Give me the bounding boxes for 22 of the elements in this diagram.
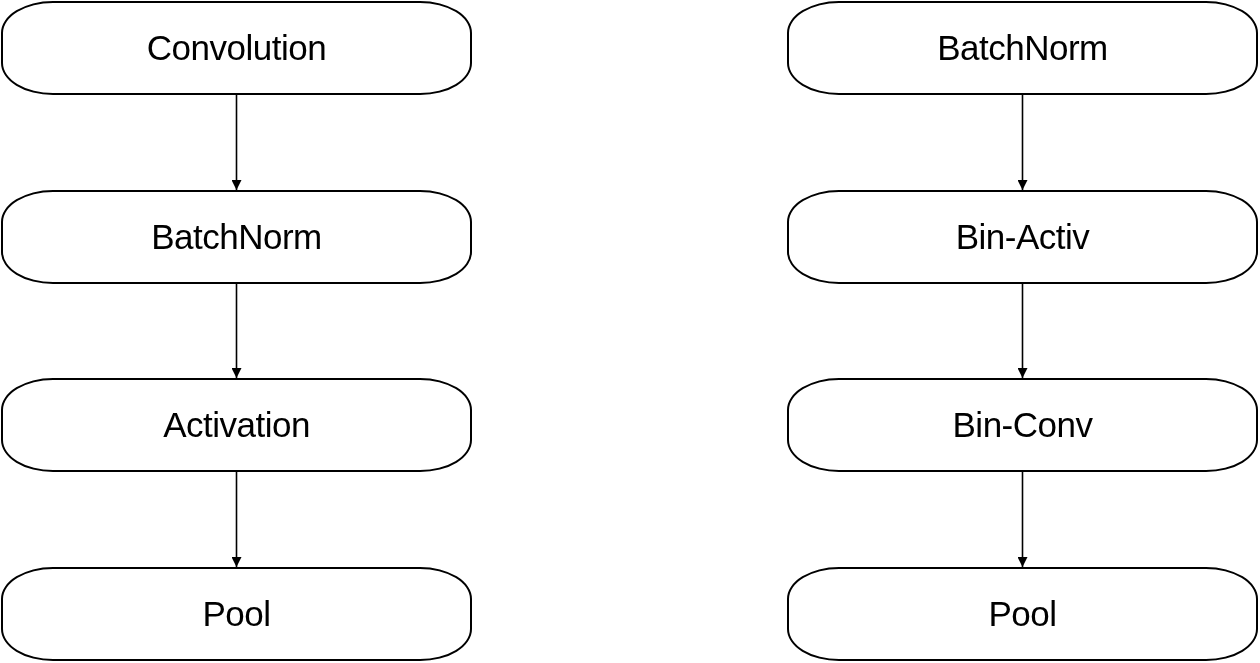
process-box <box>787 190 1258 284</box>
arrow <box>231 471 242 568</box>
node-label: Convolution <box>146 27 327 69</box>
arrow <box>1017 283 1028 379</box>
process-box <box>787 1 1258 95</box>
process-box <box>1 567 472 661</box>
node-label: Pool <box>988 593 1057 635</box>
node-label: Activation <box>163 404 310 446</box>
arrow <box>1017 94 1028 191</box>
arrow <box>1017 471 1028 568</box>
process-box <box>1 190 472 284</box>
process-box <box>1 1 472 95</box>
node-label: BatchNorm <box>937 27 1108 69</box>
process-box <box>787 378 1258 472</box>
arrow <box>231 94 242 191</box>
process-box <box>787 567 1258 661</box>
node-label: Bin-Activ <box>955 216 1090 258</box>
node-label: Pool <box>202 593 271 635</box>
node-label: Bin-Conv <box>952 404 1093 446</box>
process-box <box>1 378 472 472</box>
arrow <box>231 283 242 379</box>
node-label: BatchNorm <box>151 216 322 258</box>
